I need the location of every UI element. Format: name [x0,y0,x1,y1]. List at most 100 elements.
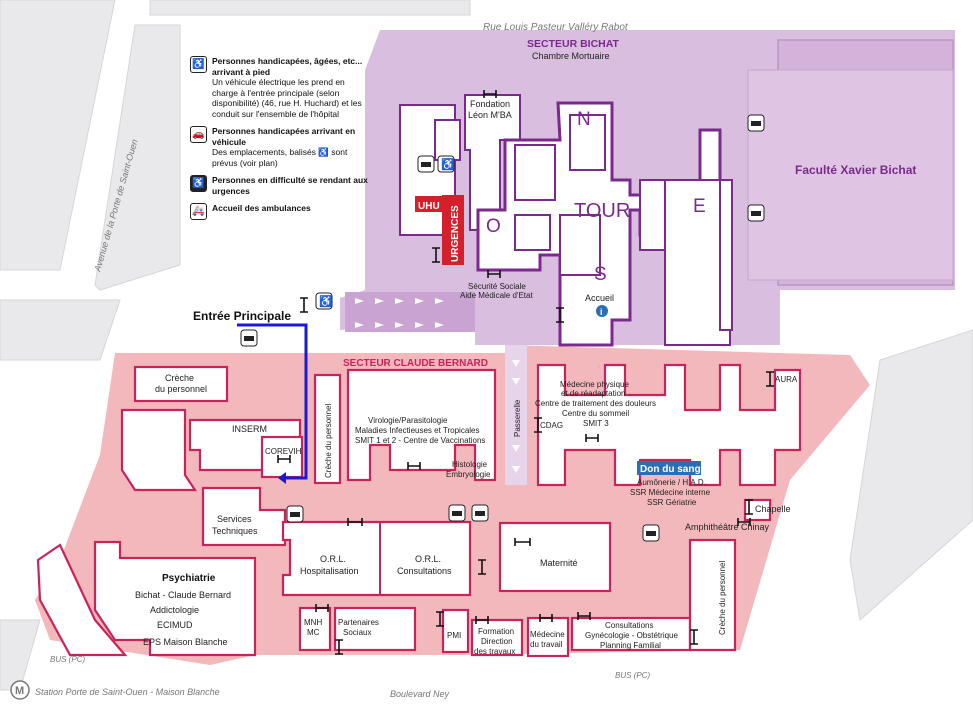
legend-item-ambulance: 🚑 Accueil des ambulances [190,203,370,220]
svg-text:ECIMUD: ECIMUD [157,620,193,630]
route-arrow [278,472,286,484]
legend-item-walking: ♿ Personnes handicapées, âgées, etc... a… [190,56,370,119]
sector-bichat-subtitle: Chambre Mortuaire [532,51,610,61]
partenaires-label: Partenaires [338,618,379,627]
urgences-label: URGENCES [450,205,461,262]
metro-station: Station Porte de Saint-Ouen - Maison Bla… [35,687,220,697]
svg-text:EPS Maison Blanche: EPS Maison Blanche [143,637,228,647]
svg-text:Léon M'BA: Léon M'BA [468,110,512,120]
fondation-label: Fondation [470,99,510,109]
svg-text:Maladies Infectieuses et Tropi: Maladies Infectieuses et Tropicales [355,426,480,435]
don-badge [637,461,701,475]
tour-label: TOUR [574,200,630,222]
entree-label: Entrée Principale [193,309,291,323]
ambulance-icon [747,204,765,222]
histologie-label: Histologie [452,460,488,469]
tour-n: N [577,109,591,130]
ambulance-icon: 🚑 [190,203,207,220]
svg-text:Embryologie: Embryologie [446,470,491,479]
svg-text:MC: MC [307,628,320,637]
door-markers [277,90,774,655]
ambulance-icon [240,329,258,347]
svg-text:Addictologie: Addictologie [150,605,199,615]
faculte-inner [747,69,954,281]
medtravail-label: Médecine [530,630,565,639]
wheelchair-icon: ♿ [190,56,207,73]
bus-right: BUS (PC) [615,671,650,680]
passerelle-strip [505,345,527,485]
svg-text:SSR Gériatrie: SSR Gériatrie [647,498,697,507]
orl-consult-label: O.R.L. [415,554,441,564]
bus-left: BUS (PC) [50,655,85,664]
svg-text:Direction: Direction [481,637,513,646]
svg-text:♿: ♿ [441,158,455,171]
legend: ♿ Personnes handicapées, âgées, etc... a… [190,56,370,221]
tour-s: S [594,264,607,285]
medecine-physique-label: Médecine physique [560,380,629,389]
map-icons: ♿ ♿ [240,114,765,542]
svg-text:i: i [600,307,603,317]
svg-text:M: M [15,685,24,697]
svg-text:du travail: du travail [530,640,563,649]
securite-label: Sécurité Sociale [468,282,526,291]
svg-text:Consultations: Consultations [397,566,452,576]
accueil-label: Accueil [585,293,614,303]
car-icon: 🚗 [190,126,207,143]
creche-vertical-label-2: Crèche du personnel [718,561,727,635]
legend-item-urgences: ♿ Personnes en difficulté se rendant aux… [190,175,370,196]
wheelchair-dark-icon: ♿ [190,175,207,192]
svg-text:Techniques: Techniques [212,526,258,536]
orl-hosp-label: O.R.L. [320,554,346,564]
ambulance-icon [747,114,765,132]
street-top: Rue Louis Pasteur Valléry Rabot [483,22,629,33]
psychiatrie-label: Psychiatrie [162,573,216,584]
bichat-buildings [399,94,733,347]
svg-text:Bichat - Claude Bernard: Bichat - Claude Bernard [135,590,231,600]
svg-text:du personnel: du personnel [155,384,207,394]
svg-text:SSR Médecine interne: SSR Médecine interne [630,488,711,497]
ambulance-icon [471,504,489,522]
svg-text:SMIT 3: SMIT 3 [583,419,609,428]
info-icon [596,305,608,317]
aura-label: AURA [775,375,798,384]
pmi-label: PMI [447,631,461,640]
uhu-label: UHU [418,201,440,212]
svg-text:Planning Familial: Planning Familial [600,641,661,650]
chapelle-label: Chapelle [755,504,791,514]
metro-icon [10,680,30,700]
svg-text:des travaux: des travaux [474,647,515,656]
tour-e: E [693,196,706,217]
wheelchair-icon: ♿ [315,292,333,310]
svg-text:Hospitalisation: Hospitalisation [300,566,359,576]
svg-text:SMIT 1 et 2 - Centre de Vaccin: SMIT 1 et 2 - Centre de Vaccinations [355,436,485,445]
faculte-label: Faculté Xavier Bichat [795,163,916,177]
don-label: Don du sang [640,464,701,475]
consult-label: Consultations [605,621,653,630]
mnh-label: MNH [304,618,322,627]
cb-buildings [36,363,802,658]
cdag-label: CDAG [540,421,563,430]
sector-cb-title: SECTEUR CLAUDE BERNARD [343,358,488,369]
aumonerie-label: Aumônerie / H.A.D. [637,478,706,487]
road-arrows [355,298,444,328]
route-path [237,323,308,480]
tour-o: O [486,216,501,237]
access-road [345,292,475,332]
passerelle-arrows [512,360,520,473]
corevih-label: COREVIH [265,447,302,456]
amphi-label: Amphithéâtre Chinay [685,522,770,532]
svg-text:Aide Médicale d'Etat: Aide Médicale d'Etat [460,291,533,300]
svg-text:Centre de traitement des doule: Centre de traitement des douleurs [535,399,656,408]
svg-text:Gynécologie - Obstétrique: Gynécologie - Obstétrique [585,631,678,640]
wheelchair-icon: ♿ [437,155,455,173]
legend-item-vehicle: 🚗 Personnes handicapées arrivant en véhi… [190,126,370,168]
maternite-label: Maternité [540,558,578,568]
svg-text:et de réadaptation: et de réadaptation [561,389,626,398]
inserm-label: INSERM [232,424,267,434]
urgences-block [442,195,464,265]
formation-label: Formation [478,627,514,636]
ambulance-icon [642,524,660,542]
passerelle-label: Passerelle [513,399,522,437]
